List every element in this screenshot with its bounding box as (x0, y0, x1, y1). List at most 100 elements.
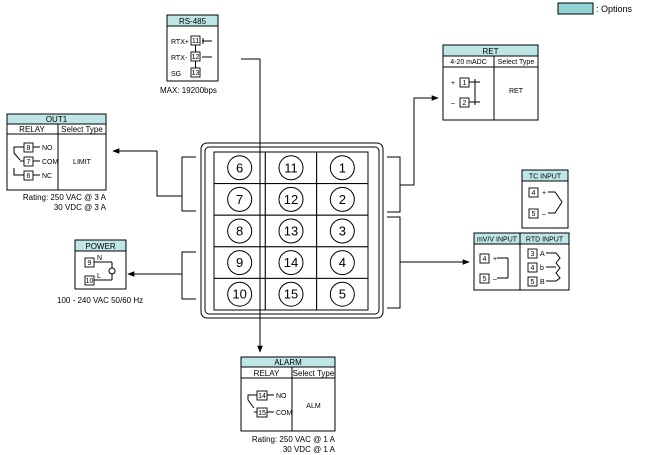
terminal-6: 6 (213, 151, 266, 185)
terminal-5: 5 (316, 277, 369, 311)
svg-text:5: 5 (531, 279, 535, 286)
terminal-number: 5 (339, 287, 346, 302)
terminal-number: 10 (232, 287, 246, 302)
terminal-number: 2 (339, 192, 346, 207)
terminal-number: 1 (339, 160, 346, 175)
mv-input-module: mV/V INPUT 4 + 5 – (473, 232, 521, 291)
svg-text:11: 11 (192, 38, 199, 45)
svg-text:10: 10 (86, 278, 94, 285)
terminal-number: 11 (284, 160, 298, 175)
power-module: POWER 9 N 10 L 100 - 240 VAC 50/60 Hz (57, 239, 143, 305)
terminal-2: 2 (316, 183, 369, 216)
out1-title: OUT1 (46, 115, 68, 124)
svg-text:7: 7 (27, 159, 31, 166)
power-note: 100 - 240 VAC 50/60 Hz (57, 296, 143, 305)
options-legend: : Options (557, 2, 633, 15)
terminal-14: 14 (264, 246, 318, 279)
svg-text:5: 5 (532, 211, 536, 218)
svg-text:L: L (97, 273, 101, 280)
svg-text:N: N (97, 255, 102, 262)
ret-module: RET 4-20 mADC Select Type RET 1 + 2 – (442, 44, 539, 121)
rs485-title: RS-485 (179, 17, 207, 26)
terminal-9: 9 (213, 246, 266, 279)
bracket-power (181, 251, 196, 300)
out1-module: OUT1 RELAY Select Type LIMIT 8 NO 7 COM … (6, 113, 107, 212)
svg-text:1: 1 (463, 80, 467, 87)
svg-text:8: 8 (27, 145, 31, 152)
bracket-input (387, 216, 401, 309)
svg-text:COM: COM (276, 410, 293, 417)
tc-input-module: TC INPUT 4 + 5 – (521, 169, 569, 229)
svg-text:3: 3 (531, 251, 535, 258)
terminal-number: 14 (284, 255, 298, 270)
svg-text:Select Type: Select Type (498, 59, 535, 66)
svg-text:4: 4 (531, 265, 535, 272)
svg-text:2: 2 (463, 100, 467, 107)
svg-text:SG: SG (171, 71, 181, 78)
rs485-module: RS-485 RTX+ 11 RTX- 12 SG 13 MAX: 19200b… (160, 14, 219, 95)
svg-text:–: – (542, 211, 546, 218)
svg-text:Select Type: Select Type (293, 369, 335, 378)
svg-text:–: – (493, 276, 497, 283)
terminal-4: 4 (316, 246, 369, 279)
tc-input-title: TC INPUT (529, 174, 562, 181)
terminal-8: 8 (213, 214, 266, 248)
terminal-number: 12 (284, 192, 298, 207)
svg-text:A: A (540, 251, 545, 258)
svg-text:NO: NO (42, 145, 53, 152)
terminal-12: 12 (264, 183, 318, 216)
svg-text:4: 4 (532, 190, 536, 197)
terminal-number: 9 (236, 255, 243, 270)
alarm-rating-dc: 30 VDC @ 1 A (283, 445, 336, 454)
rtd-input-module: RTD INPUT 3 A 4 b 5 B (519, 232, 570, 291)
bracket-out1 (181, 156, 196, 212)
svg-text:4: 4 (483, 256, 487, 263)
svg-text:b: b (540, 265, 544, 272)
svg-text:14: 14 (258, 393, 266, 400)
alarm-module: ALARM RELAY Select Type ALM 14 NO 15 COM… (240, 356, 336, 454)
alarm-type: ALM (306, 403, 321, 410)
rtd-input-title: RTD INPUT (526, 237, 564, 244)
terminal-13: 13 (264, 214, 318, 248)
out1-rating-dc: 30 VDC @ 3 A (54, 203, 107, 212)
terminal-number: 8 (236, 224, 243, 239)
svg-text:12: 12 (192, 54, 200, 61)
terminal-number: 6 (236, 160, 243, 175)
ret-type: RET (509, 88, 524, 95)
svg-text:4-20 mADC: 4-20 mADC (450, 59, 487, 66)
terminal-7: 7 (213, 183, 266, 216)
alarm-title: ALARM (274, 358, 302, 367)
ret-title: RET (483, 47, 499, 56)
svg-text:13: 13 (192, 70, 200, 77)
rs485-note: MAX: 19200bps (160, 86, 217, 95)
terminal-number: 13 (284, 224, 298, 239)
terminal-15: 15 (264, 277, 318, 311)
options-legend-label: : Options (596, 4, 633, 14)
svg-text:NO: NO (276, 393, 287, 400)
mv-input-title: mV/V INPUT (477, 237, 518, 244)
terminal-3: 3 (316, 214, 369, 248)
connection-lines (112, 58, 470, 353)
svg-text:RELAY: RELAY (254, 369, 280, 378)
svg-text:6: 6 (27, 173, 31, 180)
svg-text:B: B (540, 279, 545, 286)
terminal-number: 3 (339, 224, 346, 239)
svg-text:COM: COM (42, 159, 59, 166)
terminal-number: 7 (236, 192, 243, 207)
bracket-ret (387, 156, 401, 213)
terminal-1: 1 (316, 151, 369, 185)
svg-text:RTX+: RTX+ (171, 39, 189, 46)
terminal-11: 11 (264, 151, 318, 185)
out1-type: LIMIT (73, 159, 92, 166)
terminal-10: 10 (213, 277, 266, 311)
svg-text:RTX-: RTX- (171, 55, 188, 62)
svg-text:Select Type: Select Type (61, 125, 103, 134)
svg-text:+: + (451, 80, 455, 87)
svg-text:NC: NC (42, 173, 52, 180)
power-title: POWER (85, 242, 115, 251)
svg-text:+: + (542, 190, 546, 197)
alarm-rating: Rating: 250 VAC @ 1 A (252, 435, 336, 444)
options-legend-swatch (557, 2, 594, 15)
svg-text:15: 15 (258, 410, 266, 417)
